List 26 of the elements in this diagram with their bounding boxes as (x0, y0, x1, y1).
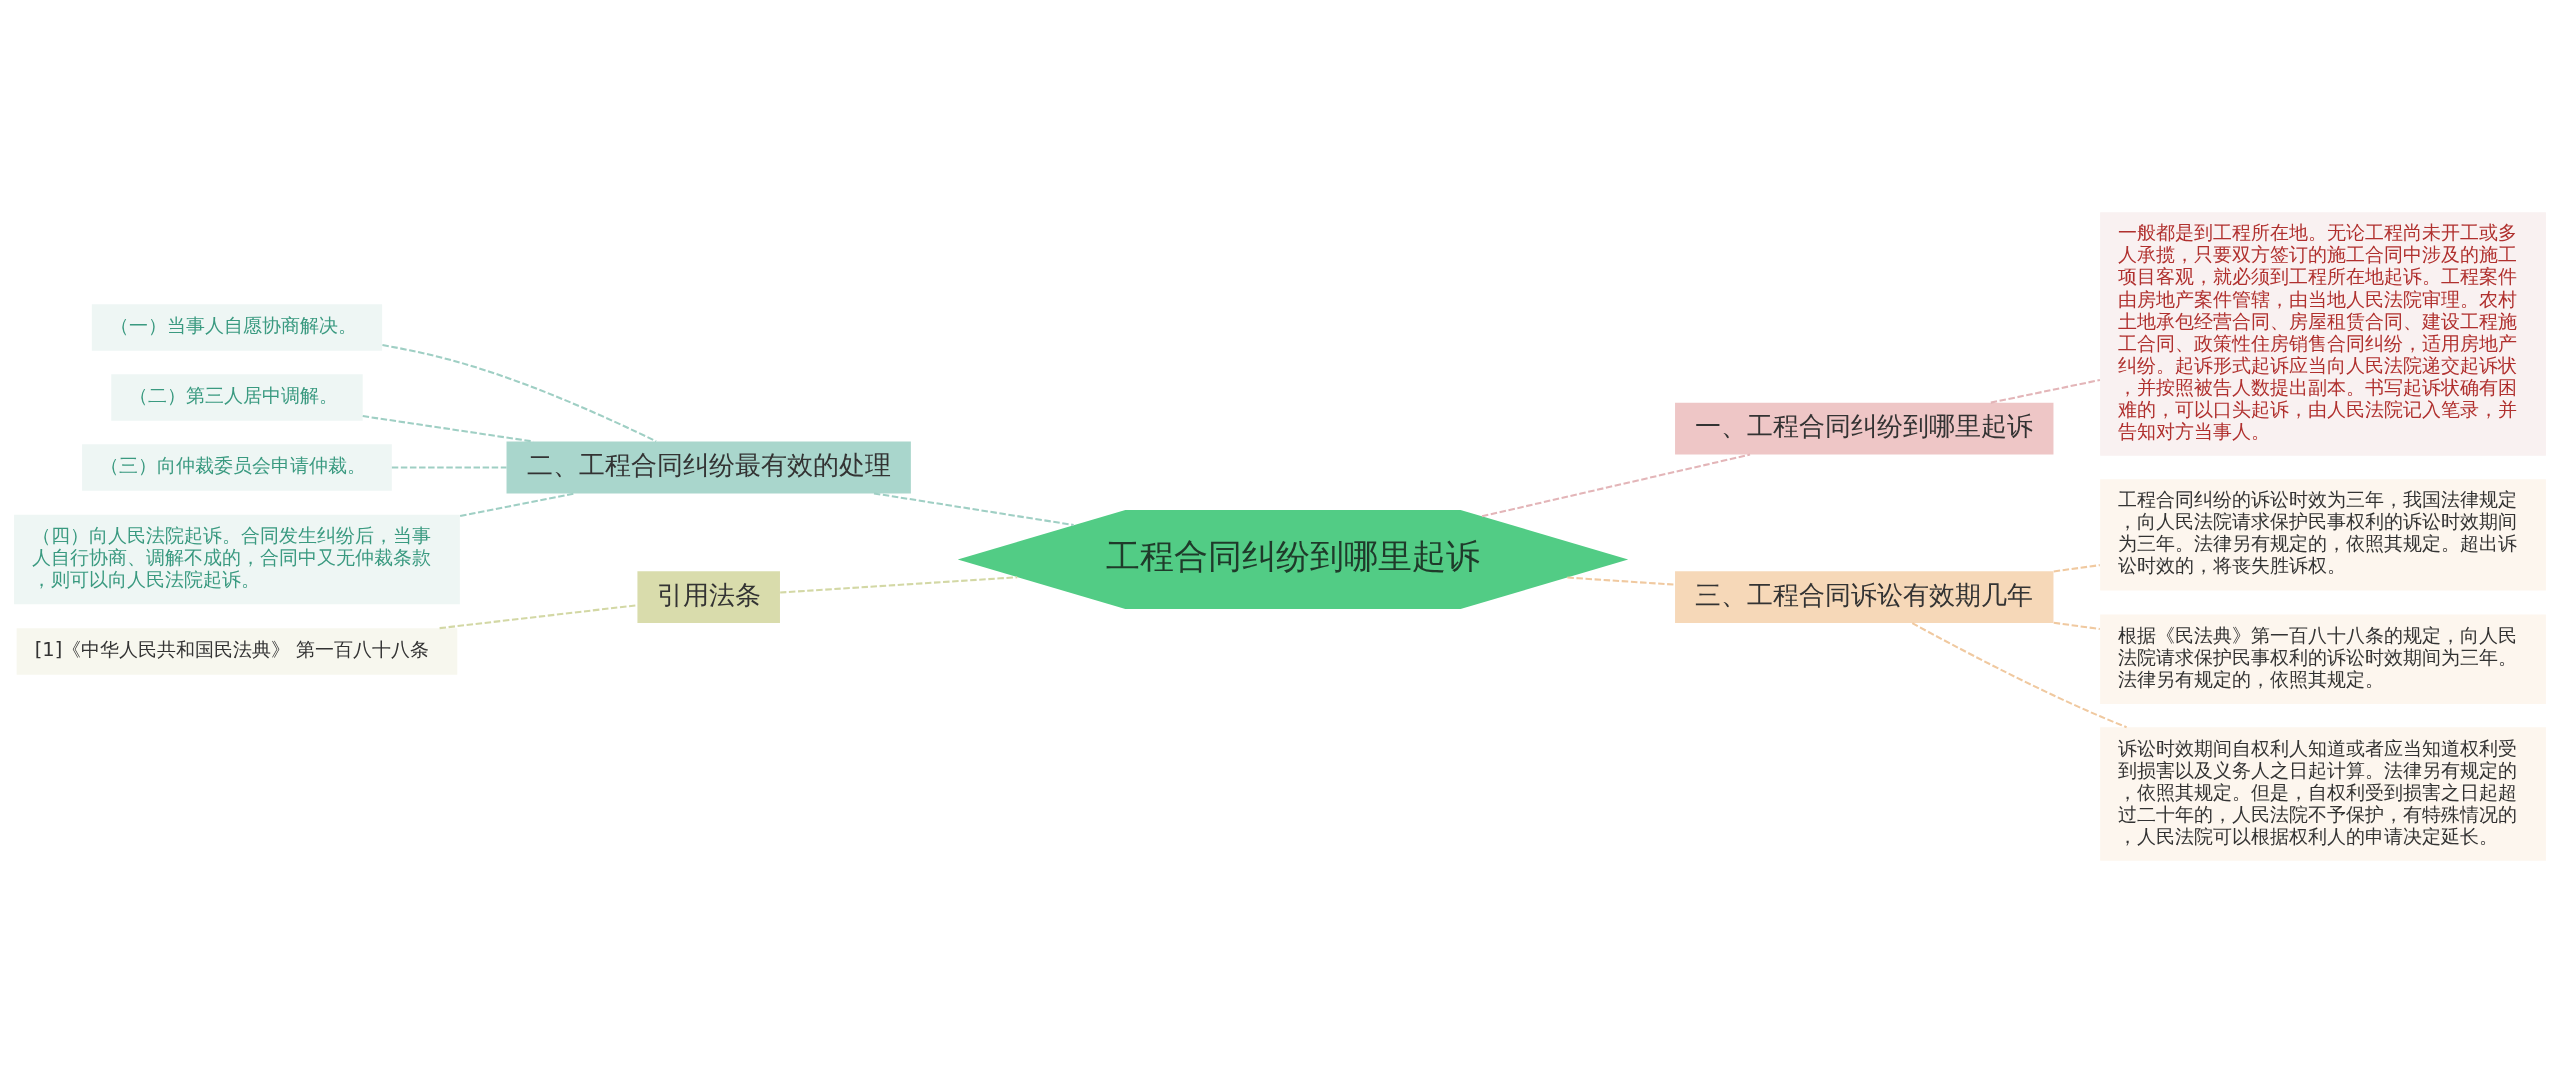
connector (362, 415, 534, 443)
connector (439, 604, 638, 630)
node-box: 工程合同纠纷的诉讼时效为三年，我国法律规定，向人民法院请求保护民事权利的诉讼时效期间为三年。法律另有规定的，依照其规定。超出诉讼时效的，将丧失胜诉权。 (2100, 479, 2546, 591)
node-box: （三）向仲裁委员会申请仲裁。 (82, 444, 392, 491)
connector (2053, 621, 2100, 631)
connector (2053, 564, 2100, 573)
node-box: （四）向人民法院起诉。合同发生纠纷后，当事人自行协商、调解不成的，合同中又无仲裁条款，则可以向人民法院起诉。 (14, 514, 460, 605)
connector (1911, 622, 2127, 729)
connector (780, 576, 1018, 594)
connector (1481, 453, 1751, 518)
node-box: 诉讼时效期间自权利人知道或者应当知道权利受到损害以及义务人之日起计算。法律另有规定的，依照其规定。但是，自权利受到损害之日起超过二十年的，人民法院不予保护，有特殊情况的，人民法院可以根据权利人的申请决定延长。 (2100, 727, 2546, 861)
node-box: 引用法条 (637, 571, 780, 623)
node-box: 根据《民法典》第一百八十八条的规定，向人民法院请求保护民事权利的诉讼时效期间为三年。法律另有规定的，依照其规定。 (2100, 614, 2546, 704)
connector (873, 492, 1074, 527)
connector (1990, 379, 2101, 404)
node-box: 一般都是到工程所在地。无论工程尚未开工或多人承揽，只要双方签订的施工合同中涉及的施工项目客观，就必须到工程所在地起诉。工程案件由房地产案件管辖，由当地人民法院审理。农村土地承包经营合同、房屋租赁合同、建设工程施工合同、政策性住房销售合同纠纷，适用房地产纠纷。起诉形式起诉应当向人民法院递交起诉状，并按照被告人数提出副本。书写起诉状确有困难的，可以口头起诉，由人民法院记入笔录，并告知对方当事人。 (2100, 212, 2546, 456)
connector (391, 466, 507, 469)
connector (382, 344, 657, 443)
node-box: 二、工程合同纠纷最有效的处理 (506, 441, 911, 494)
node-box: 一、工程合同纠纷到哪里起诉 (1675, 402, 2054, 455)
node-box: （一）当事人自愿协商解决。 (91, 304, 383, 351)
node-box: [1]《中华人民共和国民法典》 第一百八十八条 (16, 628, 458, 675)
node-box: （二）第三人居中调解。 (111, 374, 363, 421)
connector (1567, 576, 1675, 586)
connector (459, 492, 576, 517)
node-box: 三、工程合同诉讼有效期几年 (1675, 571, 2054, 623)
